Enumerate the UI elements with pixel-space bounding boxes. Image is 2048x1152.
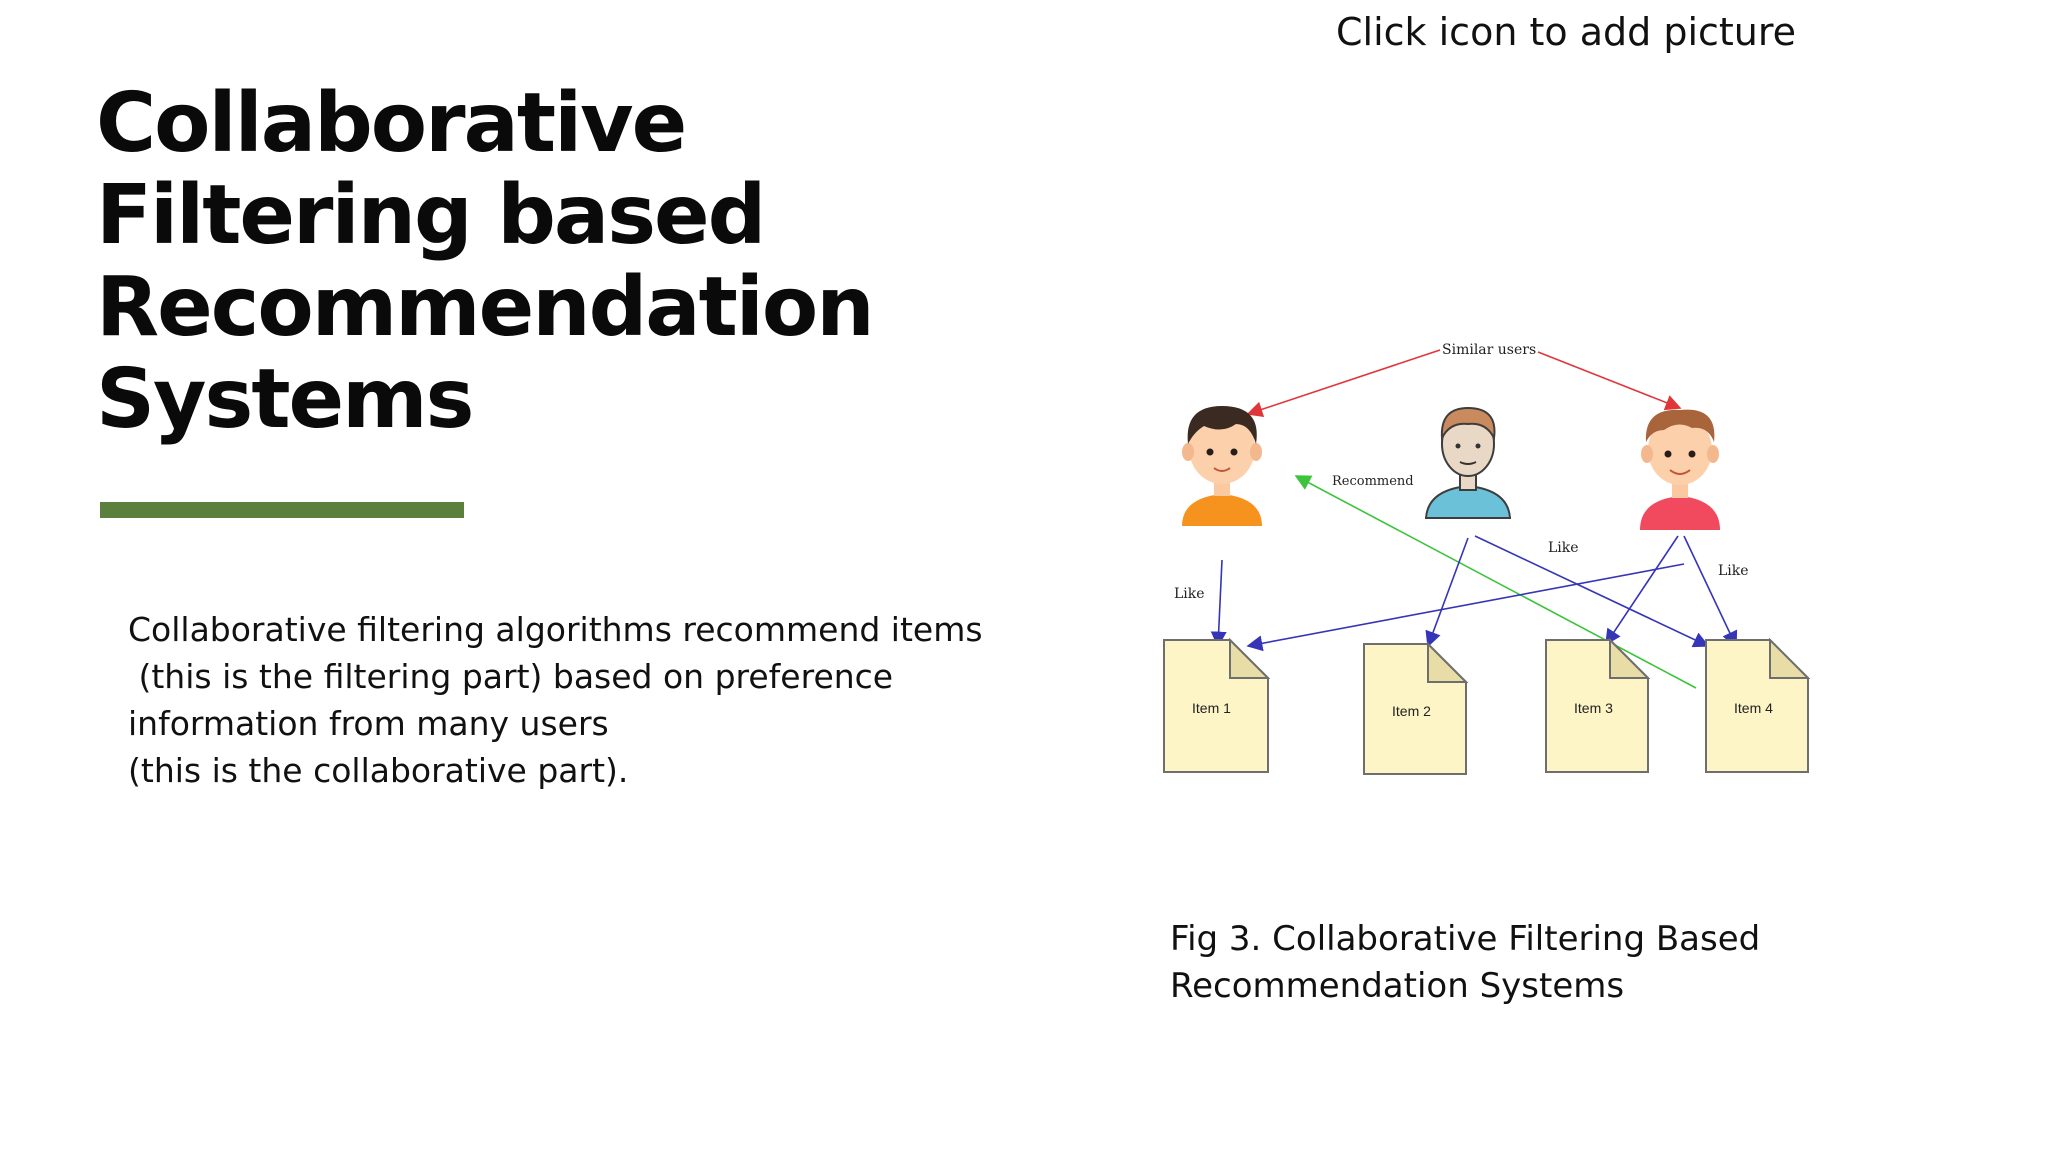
item-1-document: Item 1 [1163, 637, 1271, 773]
user-left-avatar [1182, 406, 1262, 526]
item-1-label: Item 1 [1192, 700, 1231, 716]
similar-users-arrow [1246, 349, 1441, 418]
like-arrow [1210, 559, 1227, 648]
collaborative-filtering-diagram: Similar users Recommend Like Like Like [1163, 342, 1811, 775]
like-label-left: Like [1174, 586, 1205, 602]
slide-title: Collaborative Filtering based Recommenda… [96, 78, 976, 446]
body-line: (this is the collaborative part). [128, 751, 629, 790]
like-arrow [1425, 537, 1469, 648]
body-line: Collaborative filtering algorithms recom… [128, 610, 983, 649]
item-2-document: Item 2 [1363, 641, 1469, 775]
item-3-label: Item 3 [1574, 700, 1613, 716]
item-2-label: Item 2 [1392, 703, 1431, 719]
item-4-label: Item 4 [1734, 700, 1773, 716]
like-arrow [1246, 563, 1685, 652]
title-line: Filtering based [96, 168, 766, 263]
title-line: Systems [96, 352, 474, 447]
caption-line: Fig 3. Collaborative Filtering Based [1170, 919, 1761, 959]
title-line: Recommendation [96, 260, 875, 355]
user-middle-avatar [1424, 406, 1512, 519]
recommend-label: Recommend [1332, 474, 1414, 489]
caption-line: Recommendation Systems [1170, 966, 1625, 1006]
like-label-right: Like [1718, 563, 1749, 579]
body-text: Collaborative filtering algorithms recom… [128, 606, 1028, 794]
title-accent-bar [100, 502, 464, 518]
similar-users-arrow [1537, 351, 1682, 411]
figure-caption: Fig 3. Collaborative Filtering Based Rec… [1170, 916, 1870, 1010]
like-label-middle: Like [1548, 540, 1579, 556]
body-line: (this is the filtering part) based on pr… [128, 657, 894, 696]
like-arrow [1474, 535, 1710, 648]
like-arrow [1605, 535, 1679, 646]
recommend-arrow [1294, 475, 1697, 689]
body-line: information from many users [128, 704, 609, 743]
title-line: Collaborative [96, 76, 687, 171]
similar-users-label: Similar users [1442, 342, 1536, 358]
add-picture-hint[interactable]: Click icon to add picture [1336, 10, 1797, 54]
item-3-document: Item 3 [1545, 637, 1651, 773]
like-arrow [1683, 535, 1738, 648]
user-right-avatar [1640, 409, 1720, 530]
item-4-document: Item 4 [1705, 637, 1811, 773]
